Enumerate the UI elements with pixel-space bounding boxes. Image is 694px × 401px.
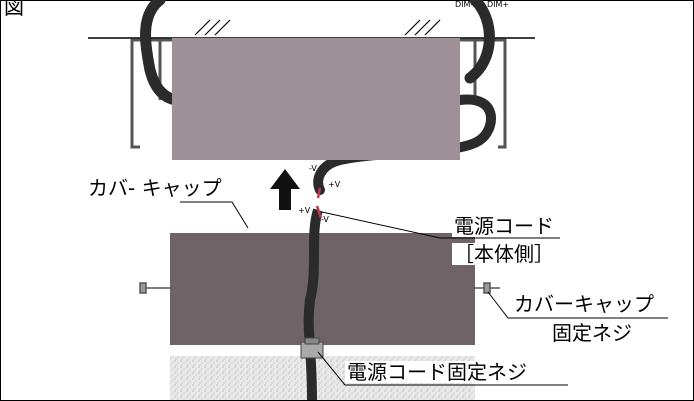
leader-cord-screw (317, 351, 568, 386)
callout-cover-cap-screw-line2: 固定ネジ (550, 321, 634, 345)
leader-power-cord (321, 211, 560, 239)
wire-label-dim-plus: DIM+ (487, 0, 510, 9)
top-cable-right (464, 0, 495, 84)
ceiling-hatch (194, 19, 441, 36)
figure-label: 図 (4, 0, 24, 19)
leader-screw (487, 291, 668, 319)
wire-red-top (316, 187, 322, 199)
callout-body-side: ［本体側］ (452, 242, 556, 266)
power-cord-bottom (303, 208, 323, 401)
wire-label-dim-minus: DIM- (455, 0, 474, 9)
cord-fixing-screw-icon (300, 337, 324, 359)
wire-label-neg-v-bottom: -V (321, 215, 329, 224)
callout-cover-cap: カバ- キャップ (86, 176, 224, 200)
cover-cap-screw-left-icon (139, 282, 172, 294)
up-arrow-icon (270, 169, 300, 210)
wire-label-neg-v-top: -V (309, 164, 317, 173)
leader-cover-cap (180, 201, 249, 229)
wire-red-bottom (315, 205, 323, 219)
top-cable-left (140, 0, 182, 106)
power-unit-body (172, 38, 460, 160)
wire-label-pos-v-bottom: +V (298, 206, 311, 215)
cover-cap-body (170, 233, 475, 345)
callout-cover-cap-screw: カバーキャップ (512, 292, 656, 316)
cover-cap-screw-right-icon (473, 282, 500, 294)
callout-cord-fixing-screw: 電源コード固定ネジ (345, 360, 529, 384)
wire-label-pos-v-top: +V (328, 180, 341, 189)
callout-power-cord: 電源コード (452, 214, 556, 238)
